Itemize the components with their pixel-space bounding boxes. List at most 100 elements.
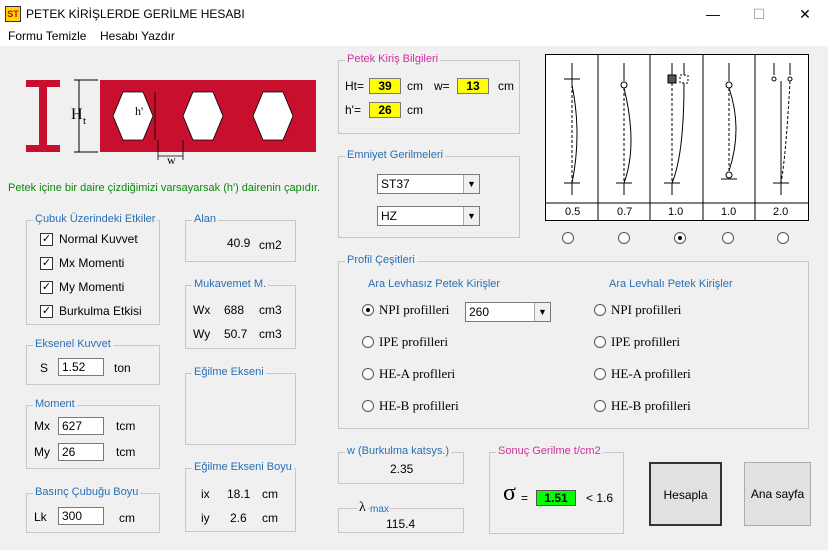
- area-legend: Alan: [192, 213, 219, 225]
- buckling-case-1: 0.5: [565, 206, 581, 218]
- axial-force-legend: Eksenel Kuvvet: [33, 338, 113, 350]
- npi-size-select[interactable]: 260 ▼: [465, 302, 551, 322]
- omega-legend: w (Burkulma katsys.): [345, 445, 452, 457]
- my-label: My: [34, 445, 50, 459]
- chevron-down-icon: ▼: [463, 207, 479, 225]
- label-right-ipe: IPE profilleri: [611, 334, 680, 349]
- ht-subscript: t: [83, 115, 87, 127]
- buckling-radio-4[interactable]: [722, 232, 734, 244]
- my-unit: tcm: [116, 445, 136, 459]
- radio-right-hea[interactable]: [594, 368, 606, 380]
- my-input[interactable]: 26: [58, 443, 104, 461]
- w-field-label: w=: [434, 79, 450, 93]
- h-input[interactable]: 26: [369, 102, 401, 118]
- buckling-case-5: 2.0: [773, 206, 789, 218]
- mx-label: Mx: [34, 419, 50, 433]
- checkbox-my[interactable]: ✓: [40, 281, 53, 294]
- lambda-group: [338, 508, 464, 533]
- axial-unit: ton: [114, 361, 131, 375]
- iy-value: 2.6: [230, 511, 247, 525]
- radio-right-heb[interactable]: [594, 400, 606, 412]
- radio-right-npi[interactable]: [594, 304, 606, 316]
- maximize-button[interactable]: ☐: [752, 6, 766, 22]
- axial-force-input[interactable]: 1.52: [58, 358, 104, 376]
- calculate-button[interactable]: Hesapla: [649, 462, 722, 526]
- buckling-cases-drawing: [546, 55, 808, 220]
- lambda-subscript: max: [370, 504, 389, 515]
- radio-left-hea[interactable]: [362, 368, 374, 380]
- buckling-length-legend: Basınç Çubuğu Boyu: [33, 486, 141, 498]
- checkbox-normal-force[interactable]: ✓: [40, 233, 53, 246]
- load-case-value: HZ: [381, 209, 397, 223]
- allowable-stress-group: Emniyet Gerilmeleri: [338, 149, 520, 238]
- omega-value: 2.35: [390, 462, 414, 476]
- ht-field-label: Ht=: [345, 79, 365, 93]
- ht-unit: cm: [407, 79, 423, 93]
- axial-force-group: Eksenel Kuvvet: [26, 338, 160, 385]
- label-mx: Mx Momenti: [59, 256, 125, 270]
- bending-axis-group: Eğilme Ekseni: [185, 366, 296, 445]
- buckling-case-2: 0.7: [617, 206, 633, 218]
- result-limit: < 1.6: [586, 491, 614, 505]
- buckling-radio-5[interactable]: [777, 232, 789, 244]
- menu-clear-form[interactable]: Formu Temizle: [8, 29, 87, 43]
- allowable-stress-legend: Emniyet Gerilmeleri: [345, 149, 445, 161]
- area-group: Alan: [185, 213, 296, 262]
- mx-input[interactable]: 627: [58, 417, 104, 435]
- beam-info-legend: Petek Kiriş Bilgileri: [345, 53, 441, 65]
- buckling-radio-2[interactable]: [618, 232, 630, 244]
- load-case-select[interactable]: HZ ▼: [377, 206, 480, 226]
- buckling-case-4: 1.0: [721, 206, 737, 218]
- h-prime-label: h': [135, 104, 144, 118]
- npi-size-value: 260: [469, 305, 490, 319]
- moment-group: Moment: [26, 398, 160, 469]
- buckling-radio-3[interactable]: [674, 232, 686, 244]
- profile-types-group: Profil Çeşitleri: [338, 254, 809, 429]
- radio-left-ipe[interactable]: [362, 336, 374, 348]
- ix-label: ix: [201, 487, 210, 501]
- h-unit: cm: [407, 103, 423, 117]
- iy-label: iy: [201, 511, 210, 525]
- lk-input[interactable]: 300: [58, 507, 104, 525]
- beam-info-group: Petek Kiriş Bilgileri: [338, 53, 520, 134]
- lambda-value: 115.4: [386, 517, 416, 531]
- moment-legend: Moment: [33, 398, 77, 410]
- effects-group: Çubuk Üzerindeki Etkiler: [26, 213, 160, 325]
- ht-input[interactable]: 39: [369, 78, 401, 94]
- area-value: 40.9: [227, 236, 251, 250]
- window-title: PETEK KİRİŞLERDE GERİLME HESABI: [26, 7, 245, 21]
- radio-left-heb[interactable]: [362, 400, 374, 412]
- wx-unit: cm3: [259, 303, 282, 317]
- bending-length-group: Eğilme Ekseni Boyu: [185, 461, 296, 532]
- app-icon: ST: [5, 6, 21, 22]
- bending-length-legend: Eğilme Ekseni Boyu: [192, 461, 294, 473]
- mx-unit: tcm: [116, 419, 136, 433]
- radio-right-ipe[interactable]: [594, 336, 606, 348]
- label-right-hea: HE-A profilleri: [611, 366, 691, 381]
- label-left-ipe: IPE profilleri: [379, 334, 448, 349]
- label-right-npi: NPI profilleri: [611, 302, 682, 317]
- checkbox-mx[interactable]: ✓: [40, 257, 53, 270]
- menu-bar: Formu Temizle Hesabı Yazdır: [0, 28, 828, 46]
- minimize-button[interactable]: —: [706, 6, 720, 22]
- buckling-cases-panel: 0.5 0.7 1.0 1.0 2.0: [545, 54, 809, 221]
- buckling-case-3: 1.0: [668, 206, 684, 218]
- home-button[interactable]: Ana sayfa: [744, 462, 811, 526]
- menu-print[interactable]: Hesabı Yazdır: [100, 29, 175, 43]
- title-bar: ST PETEK KİRİŞLERDE GERİLME HESABI — ☐ ✕: [0, 0, 828, 28]
- buckling-radio-1[interactable]: [562, 232, 574, 244]
- checkbox-buckling[interactable]: ✓: [40, 305, 53, 318]
- steel-grade-select[interactable]: ST37 ▼: [377, 174, 480, 194]
- lk-label: Lk: [34, 510, 47, 524]
- label-buckling: Burkulma Etkisi: [59, 304, 142, 318]
- close-button[interactable]: ✕: [799, 6, 811, 22]
- label-right-heb: HE-B profilleri: [611, 398, 691, 413]
- w-input[interactable]: 13: [457, 78, 489, 94]
- ix-value: 18.1: [227, 487, 251, 501]
- sigma-equals: =: [521, 491, 529, 505]
- label-normal-force: Normal Kuvvet: [59, 232, 138, 246]
- circle-note: Petek içine bir daire çizdiğimizi varsay…: [8, 182, 321, 194]
- bending-axis-legend: Eğilme Ekseni: [192, 366, 266, 378]
- h-field-label: h'=: [345, 103, 361, 117]
- radio-left-npi[interactable]: [362, 304, 374, 316]
